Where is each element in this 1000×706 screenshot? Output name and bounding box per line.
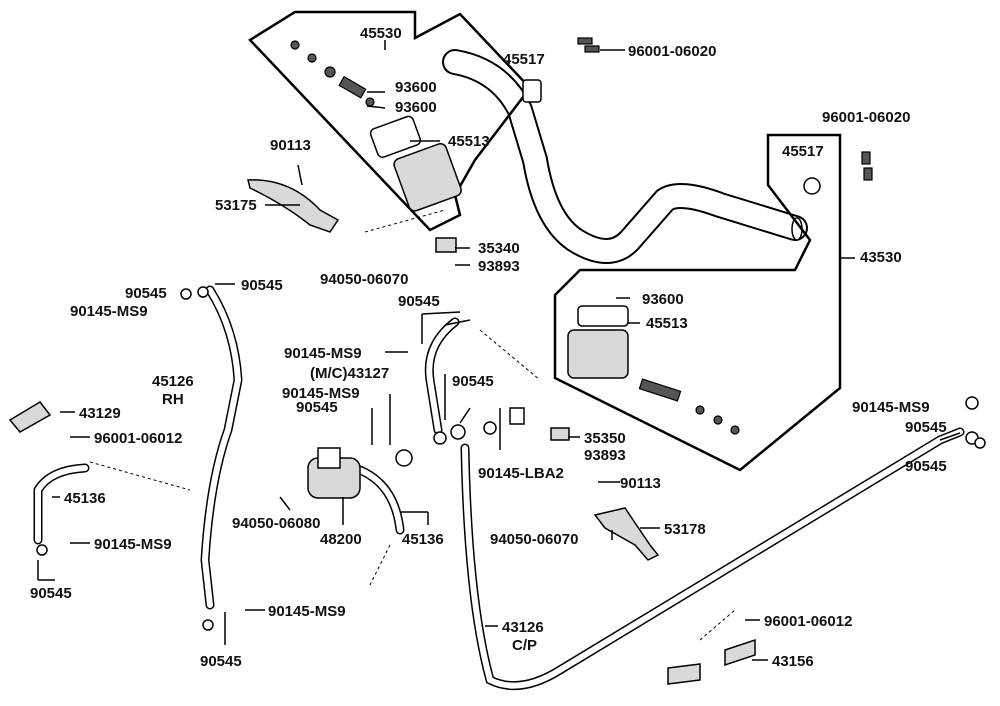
master-cylinder-right (567, 305, 740, 435)
label-90113-a: 90113 (270, 137, 311, 154)
label-45530: 45530 (360, 25, 402, 42)
label-96001-06020-b: 96001-06020 (822, 109, 910, 126)
label-35340: 35340 (478, 240, 520, 257)
label-90145-ms9-b: 90145-MS9 (284, 345, 362, 362)
label-45126: 45126 (152, 373, 194, 390)
label-93600-a: 93600 (395, 79, 437, 96)
brake-lever-left (247, 179, 340, 233)
banjo-fittings (36, 286, 986, 631)
label-rh: RH (162, 391, 184, 408)
label-45513-b: 45513 (646, 315, 688, 332)
label-90145-ms9-f: 90145-MS9 (268, 603, 346, 620)
brake-hose-45136-center (355, 465, 405, 535)
label-90145-lba2: 90145-LBA2 (478, 465, 564, 482)
group-frame-43530 (553, 133, 842, 472)
label-93893-a: 93893 (478, 258, 520, 275)
brake-hose-43127 (424, 317, 460, 435)
label-90545-g: 90545 (905, 458, 947, 475)
label-35350: 35350 (584, 430, 626, 447)
label-93893-b: 93893 (584, 447, 626, 464)
label-94050-06070-b: 94050-06070 (490, 531, 578, 548)
brake-hose-45136-left (33, 463, 90, 545)
label-90145-ms9-a: 90145-MS9 (70, 303, 148, 320)
bolt-96001-b (861, 151, 873, 181)
label-45136-a: 45136 (64, 490, 106, 507)
label-45517-b: 45517 (782, 143, 824, 160)
master-cylinder-top (290, 40, 462, 212)
label-93600-b: 93600 (395, 99, 437, 116)
label-45136-b: 45136 (402, 531, 444, 548)
callout-labels: 45530 45517 96001-06020 93600 93600 4551… (30, 25, 947, 670)
label-90545-h: 90545 (30, 585, 72, 602)
valve-48200 (307, 447, 361, 499)
leader-lines (37, 91, 961, 661)
dashed-guides (89, 209, 736, 641)
label-96001-06012-b: 96001-06012 (764, 613, 852, 630)
clamp-45517-b (803, 177, 821, 195)
brake-pipe-43126 (460, 427, 965, 691)
label-90113-b: 90113 (620, 475, 661, 492)
label-90545-b: 90545 (125, 285, 167, 302)
label-90545-c: 90545 (398, 293, 440, 310)
label-43129: 43129 (79, 405, 121, 422)
bracket-43129 (8, 401, 52, 433)
switch-35340 (435, 237, 457, 253)
label-90545-a: 90545 (241, 277, 283, 294)
label-90545-e: 90545 (296, 399, 338, 416)
label-96001-06020-a: 96001-06020 (628, 43, 716, 60)
label-53175: 53175 (215, 197, 257, 214)
label-90145-ms9-c: 90145-MS9 (282, 385, 360, 402)
label-48200: 48200 (320, 531, 362, 548)
clamp-45517-a (522, 79, 542, 103)
handlebar (442, 49, 808, 264)
label-43127: (M/C)43127 (310, 365, 389, 382)
label-94050-06070-a: 94050-06070 (320, 271, 408, 288)
label-93600-c: 93600 (642, 291, 684, 308)
label-43126: 43126 (502, 619, 544, 636)
label-90545-f: 90545 (905, 419, 947, 436)
label-43530: 43530 (860, 249, 902, 266)
label-90145-ms9-d: 90145-MS9 (852, 399, 930, 416)
label-90545-d: 90545 (452, 373, 494, 390)
brake-lever-right (593, 507, 660, 561)
label-96001-06012-a: 96001-06012 (94, 430, 182, 447)
label-53178: 53178 (664, 521, 706, 538)
label-90145-ms9-e: 90145-MS9 (94, 536, 172, 553)
label-43156: 43156 (772, 653, 814, 670)
label-90545-i: 90545 (200, 653, 242, 670)
label-cp: C/P (512, 637, 537, 654)
label-94050-06080: 94050-06080 (232, 515, 320, 532)
label-45517-a: 45517 (503, 51, 545, 68)
switch-35350 (550, 427, 570, 441)
bolt-96001-a (577, 37, 600, 53)
brake-hose-45126 (200, 285, 243, 610)
label-45513-a: 45513 (448, 133, 490, 150)
bracket-43156 (667, 638, 756, 685)
